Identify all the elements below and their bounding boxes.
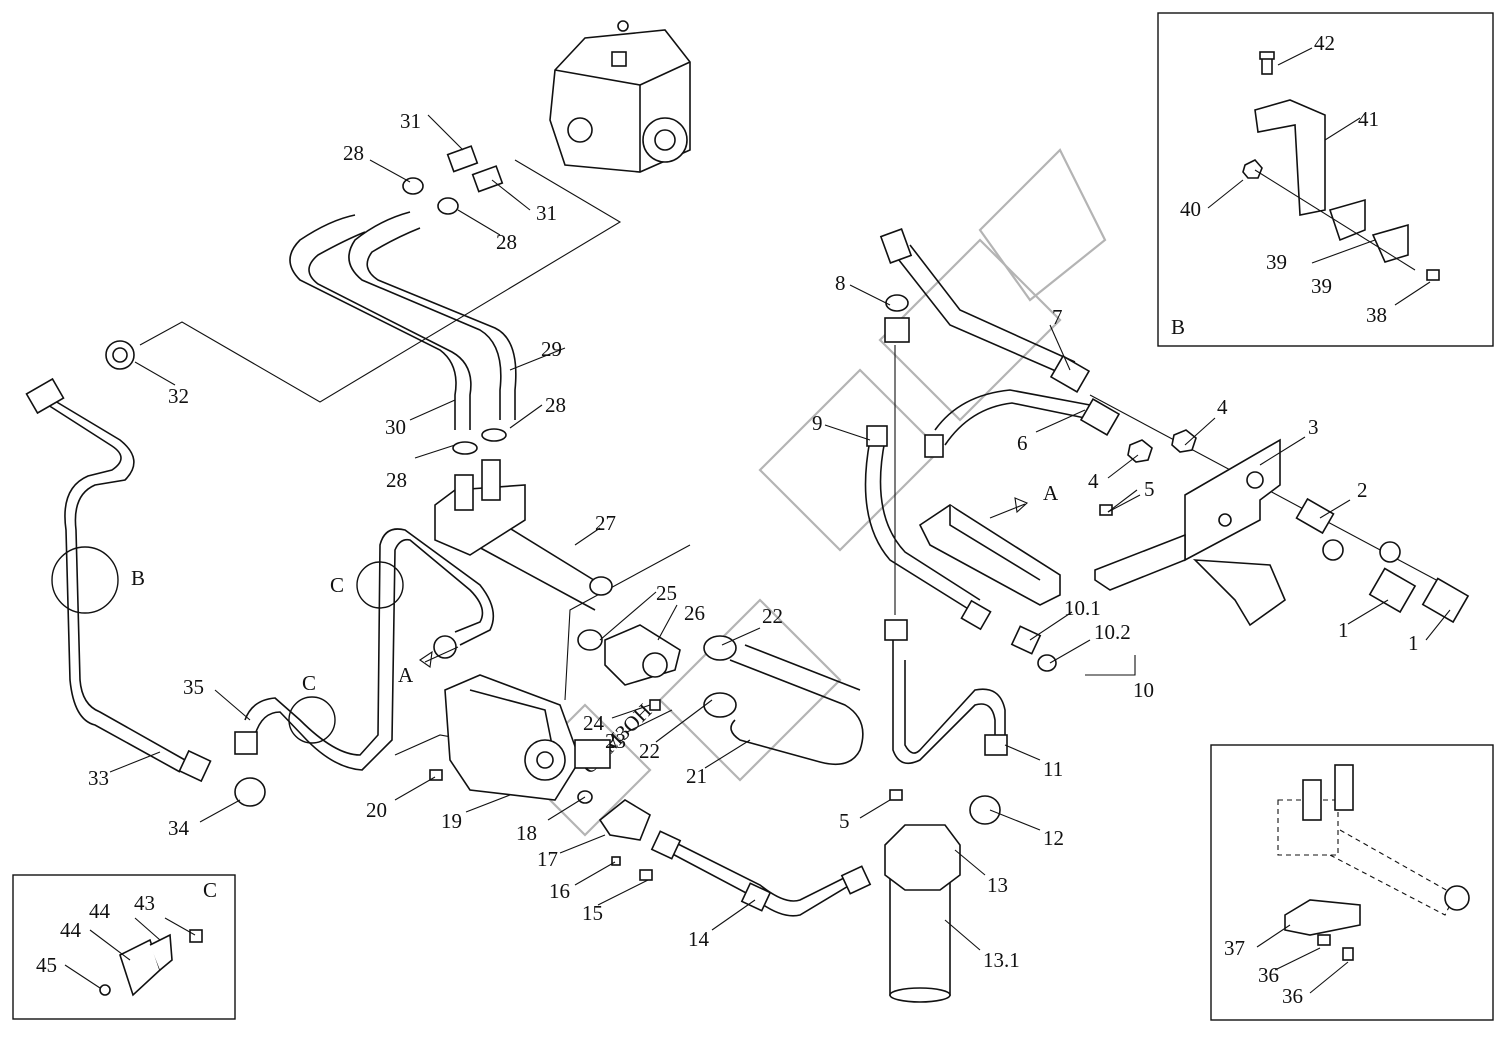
callout-30: 30 (385, 415, 406, 439)
callout-41: 41 (1358, 107, 1379, 131)
callout-8: 8 (835, 271, 846, 295)
callout-23: 23 (605, 729, 626, 753)
callout-24: 24 (583, 711, 605, 735)
callout-1: 1 (1338, 618, 1349, 642)
callout-1: 1 (1408, 631, 1419, 655)
callout-36: 36 (1258, 963, 1279, 987)
callout-4: 4 (1088, 469, 1099, 493)
callout-44: 44 (89, 899, 111, 923)
callout-6: 6 (1017, 431, 1028, 455)
callout-20: 20 (366, 798, 387, 822)
inset-manifold-parts (1277, 764, 1470, 961)
callout-39: 39 (1311, 274, 1332, 298)
callout-10: 10 (1133, 678, 1154, 702)
callout-19: 19 (441, 809, 462, 833)
callout-43: 43 (134, 891, 155, 915)
callout-10-2: 10.2 (1094, 620, 1131, 644)
callout-32: 32 (168, 384, 189, 408)
callout-labels: 1 1 2 3 4 4 5 5 6 7 8 9 10 10.1 10.2 11 … (36, 31, 1419, 1008)
callout-36: 36 (1282, 984, 1303, 1008)
callout-33: 33 (88, 766, 109, 790)
callout-5: 5 (1144, 477, 1155, 501)
callout-18: 18 (516, 821, 537, 845)
callout-38: 38 (1366, 303, 1387, 327)
inset-label-b: B (1171, 315, 1185, 339)
view-label-a: A (1043, 481, 1059, 505)
callout-2: 2 (1357, 478, 1368, 502)
callout-35: 35 (183, 675, 204, 699)
callout-34: 34 (168, 816, 190, 840)
callout-26: 26 (684, 601, 705, 625)
callout-27: 27 (595, 511, 616, 535)
callout-17: 17 (537, 847, 558, 871)
callout-22: 22 (639, 739, 660, 763)
callout-40: 40 (1180, 197, 1201, 221)
callout-4: 4 (1217, 395, 1228, 419)
callout-5: 5 (839, 809, 850, 833)
view-label-c: C (302, 671, 316, 695)
callout-16: 16 (549, 879, 570, 903)
callout-14: 14 (688, 927, 710, 951)
view-label-a: A (398, 663, 414, 687)
reservoir-valve-block (549, 20, 691, 173)
view-label-c: C (330, 573, 344, 597)
callout-13-1: 13.1 (983, 948, 1020, 972)
callout-22: 22 (762, 604, 783, 628)
inset-frame-manifold (1210, 744, 1494, 1021)
inset-label-c: C (203, 878, 217, 902)
view-letters: A A B C C B C (131, 315, 1185, 902)
callout-28: 28 (545, 393, 566, 417)
components (25, 145, 1470, 1003)
callout-42: 42 (1314, 31, 1335, 55)
callout-31: 31 (400, 109, 421, 133)
inset-frame-b (1157, 12, 1494, 347)
callout-37: 37 (1224, 936, 1245, 960)
callout-15: 15 (582, 901, 603, 925)
inset-c-parts (99, 929, 203, 997)
callout-13: 13 (987, 873, 1008, 897)
callout-45: 45 (36, 953, 57, 977)
inset-frame-c (12, 874, 236, 1020)
callout-7: 7 (1052, 305, 1063, 329)
callout-12: 12 (1043, 826, 1064, 850)
callout-28: 28 (343, 141, 364, 165)
callout-31: 31 (536, 201, 557, 225)
callout-21: 21 (686, 764, 707, 788)
callout-9: 9 (812, 411, 823, 435)
callout-10-1: 10.1 (1064, 596, 1101, 620)
view-markers (51, 497, 1029, 744)
callout-28: 28 (386, 468, 407, 492)
view-label-b: B (131, 566, 145, 590)
callout-39: 39 (1266, 250, 1287, 274)
callout-3: 3 (1308, 415, 1319, 439)
callout-11: 11 (1043, 757, 1063, 781)
leader-lines (64, 47, 1451, 994)
callout-25: 25 (656, 581, 677, 605)
callout-28: 28 (496, 230, 517, 254)
inset-b-parts (1242, 51, 1440, 281)
callout-44: 44 (60, 918, 82, 942)
callout-29: 29 (541, 337, 562, 361)
